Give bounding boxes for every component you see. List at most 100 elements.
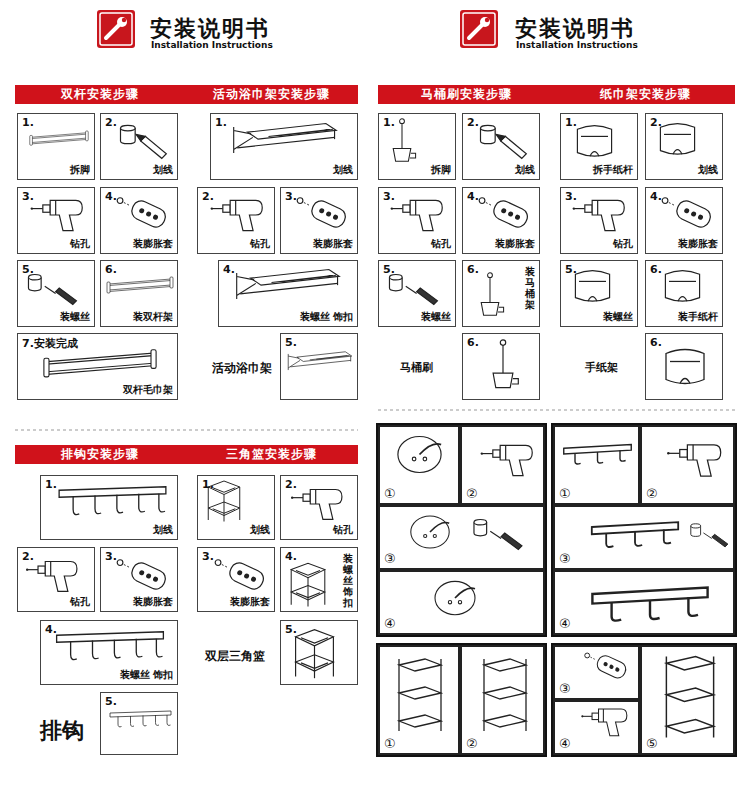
step-box: 4.装膨胀套 xyxy=(645,187,723,254)
step-number: ② xyxy=(466,486,478,501)
separator xyxy=(378,410,735,411)
step-label: 钻孔 xyxy=(333,523,353,537)
drill xyxy=(581,709,627,736)
step-box: 6.装双杆架 xyxy=(100,260,178,327)
step-number: ④ xyxy=(559,616,571,631)
step-label: 划线 xyxy=(515,163,535,177)
step-label: 钻孔 xyxy=(70,595,90,609)
step-number: ② xyxy=(646,486,658,501)
step-box: 3.钻孔 xyxy=(17,187,95,254)
header-title: 安装说明书 xyxy=(150,14,270,44)
step-number: 5. xyxy=(105,695,117,708)
step-number: 5. xyxy=(285,623,297,636)
step-number: 3. xyxy=(383,190,395,203)
hook-rail xyxy=(57,632,164,660)
towel-rack xyxy=(237,269,340,299)
step-box: ④ xyxy=(553,700,640,755)
corner-basket xyxy=(291,563,325,606)
marker-pen xyxy=(481,125,527,158)
shelf-rack xyxy=(666,657,713,738)
hook-plate xyxy=(411,516,449,548)
product-name: 双层三角篮 xyxy=(205,648,265,665)
hook-rail xyxy=(592,588,707,621)
step-box: 3.装膨胀套 xyxy=(197,547,275,612)
product-name: 手纸架 xyxy=(585,360,618,375)
step-box: 4.装螺丝饰扣 xyxy=(280,547,358,612)
step-box: 1. 划线 xyxy=(197,475,275,540)
step-label: 双杆毛巾架 xyxy=(123,383,173,397)
step-label: 划线 xyxy=(333,163,353,177)
step-label: 划线 xyxy=(153,523,173,537)
section-title: 三角篮安装步骤 xyxy=(226,446,317,463)
step-label: 装螺丝 xyxy=(421,310,451,324)
step-number: 1. xyxy=(565,116,577,129)
section-title: 活动浴巾架安装步骤 xyxy=(213,86,330,103)
step-number: 5. xyxy=(383,263,395,276)
step-box: 4.装膨胀套 xyxy=(462,187,540,254)
step-box: ③ xyxy=(553,645,640,700)
step-box: ① xyxy=(378,645,460,755)
step-number: 6. xyxy=(105,263,117,276)
product-name: 排钩 xyxy=(40,716,84,746)
step-number: 2. xyxy=(285,478,297,491)
step-box: 5.装螺丝 xyxy=(17,260,95,327)
drill xyxy=(26,562,77,592)
step-label: 装手纸杆 xyxy=(678,310,718,324)
hook-rail xyxy=(592,522,678,547)
step-box: 2.钻孔 xyxy=(17,547,95,612)
step-box: 1.划线 xyxy=(210,113,358,180)
step-box: 5. xyxy=(100,692,178,755)
shelf-rack xyxy=(399,659,441,731)
step-box: 1.拆手纸杆 xyxy=(560,113,638,180)
step-label: 钻孔 xyxy=(431,237,451,251)
corner-basket xyxy=(296,630,334,679)
step-number: 3. xyxy=(285,190,297,203)
step-number: ⑤ xyxy=(646,736,658,751)
section-band: 排钩安装步骤 xyxy=(15,445,185,464)
step-number: ③ xyxy=(559,551,571,566)
paper-holder xyxy=(575,271,609,302)
step-number: 1. xyxy=(45,478,57,491)
logo-icon xyxy=(460,10,498,48)
step-box: ① xyxy=(553,425,640,505)
towel-bar xyxy=(30,131,88,145)
hook-plate xyxy=(435,581,475,614)
step-label: 划线 xyxy=(698,163,718,177)
step-box: 6. xyxy=(645,333,723,400)
drill xyxy=(391,200,443,230)
step-number: ① xyxy=(384,736,396,751)
header-subtitle: Installation Instructions xyxy=(151,40,273,50)
step-box: 5. xyxy=(280,333,358,400)
step-box: 3.装膨胀套 xyxy=(280,187,358,254)
step-label: 划线 xyxy=(250,523,270,537)
step-label: 划线 xyxy=(153,163,173,177)
section-band: 三角篮安装步骤 xyxy=(185,445,358,464)
step-number: 5. xyxy=(565,263,577,276)
step-box: 1.拆脚 xyxy=(17,113,95,180)
step-number: ③ xyxy=(384,551,396,566)
step-box: 4.装螺丝 饰扣 xyxy=(40,620,178,685)
step-number: 3. xyxy=(202,550,214,563)
wall-anchor xyxy=(117,198,168,230)
step-label: 拆脚 xyxy=(431,163,451,177)
step-number: 7.安装完成 xyxy=(22,336,78,351)
step-label: 装马桶架 xyxy=(525,266,535,310)
wall-anchor xyxy=(585,653,628,680)
step-number: 6. xyxy=(650,263,662,276)
towel-rack xyxy=(288,352,352,370)
product-name: 活动浴巾架 xyxy=(212,360,272,377)
step-box: 3. 钻孔 xyxy=(378,187,456,254)
step-number: 1. xyxy=(202,478,214,491)
section-band: 活动浴巾架安装步骤 xyxy=(185,85,358,104)
step-label: 装螺丝 饰扣 xyxy=(300,310,353,324)
step-box: ③ xyxy=(378,505,545,570)
drill xyxy=(481,445,533,475)
step-number: 6. xyxy=(467,336,479,349)
step-label: 钻孔 xyxy=(613,237,633,251)
step-label: 装膨胀套 xyxy=(133,595,173,609)
step-box: ④ xyxy=(553,570,735,635)
step-label: 装螺丝 xyxy=(603,310,633,324)
step-number: 3. xyxy=(565,190,577,203)
group-frame xyxy=(377,424,736,756)
step-number: ③ xyxy=(559,681,571,696)
